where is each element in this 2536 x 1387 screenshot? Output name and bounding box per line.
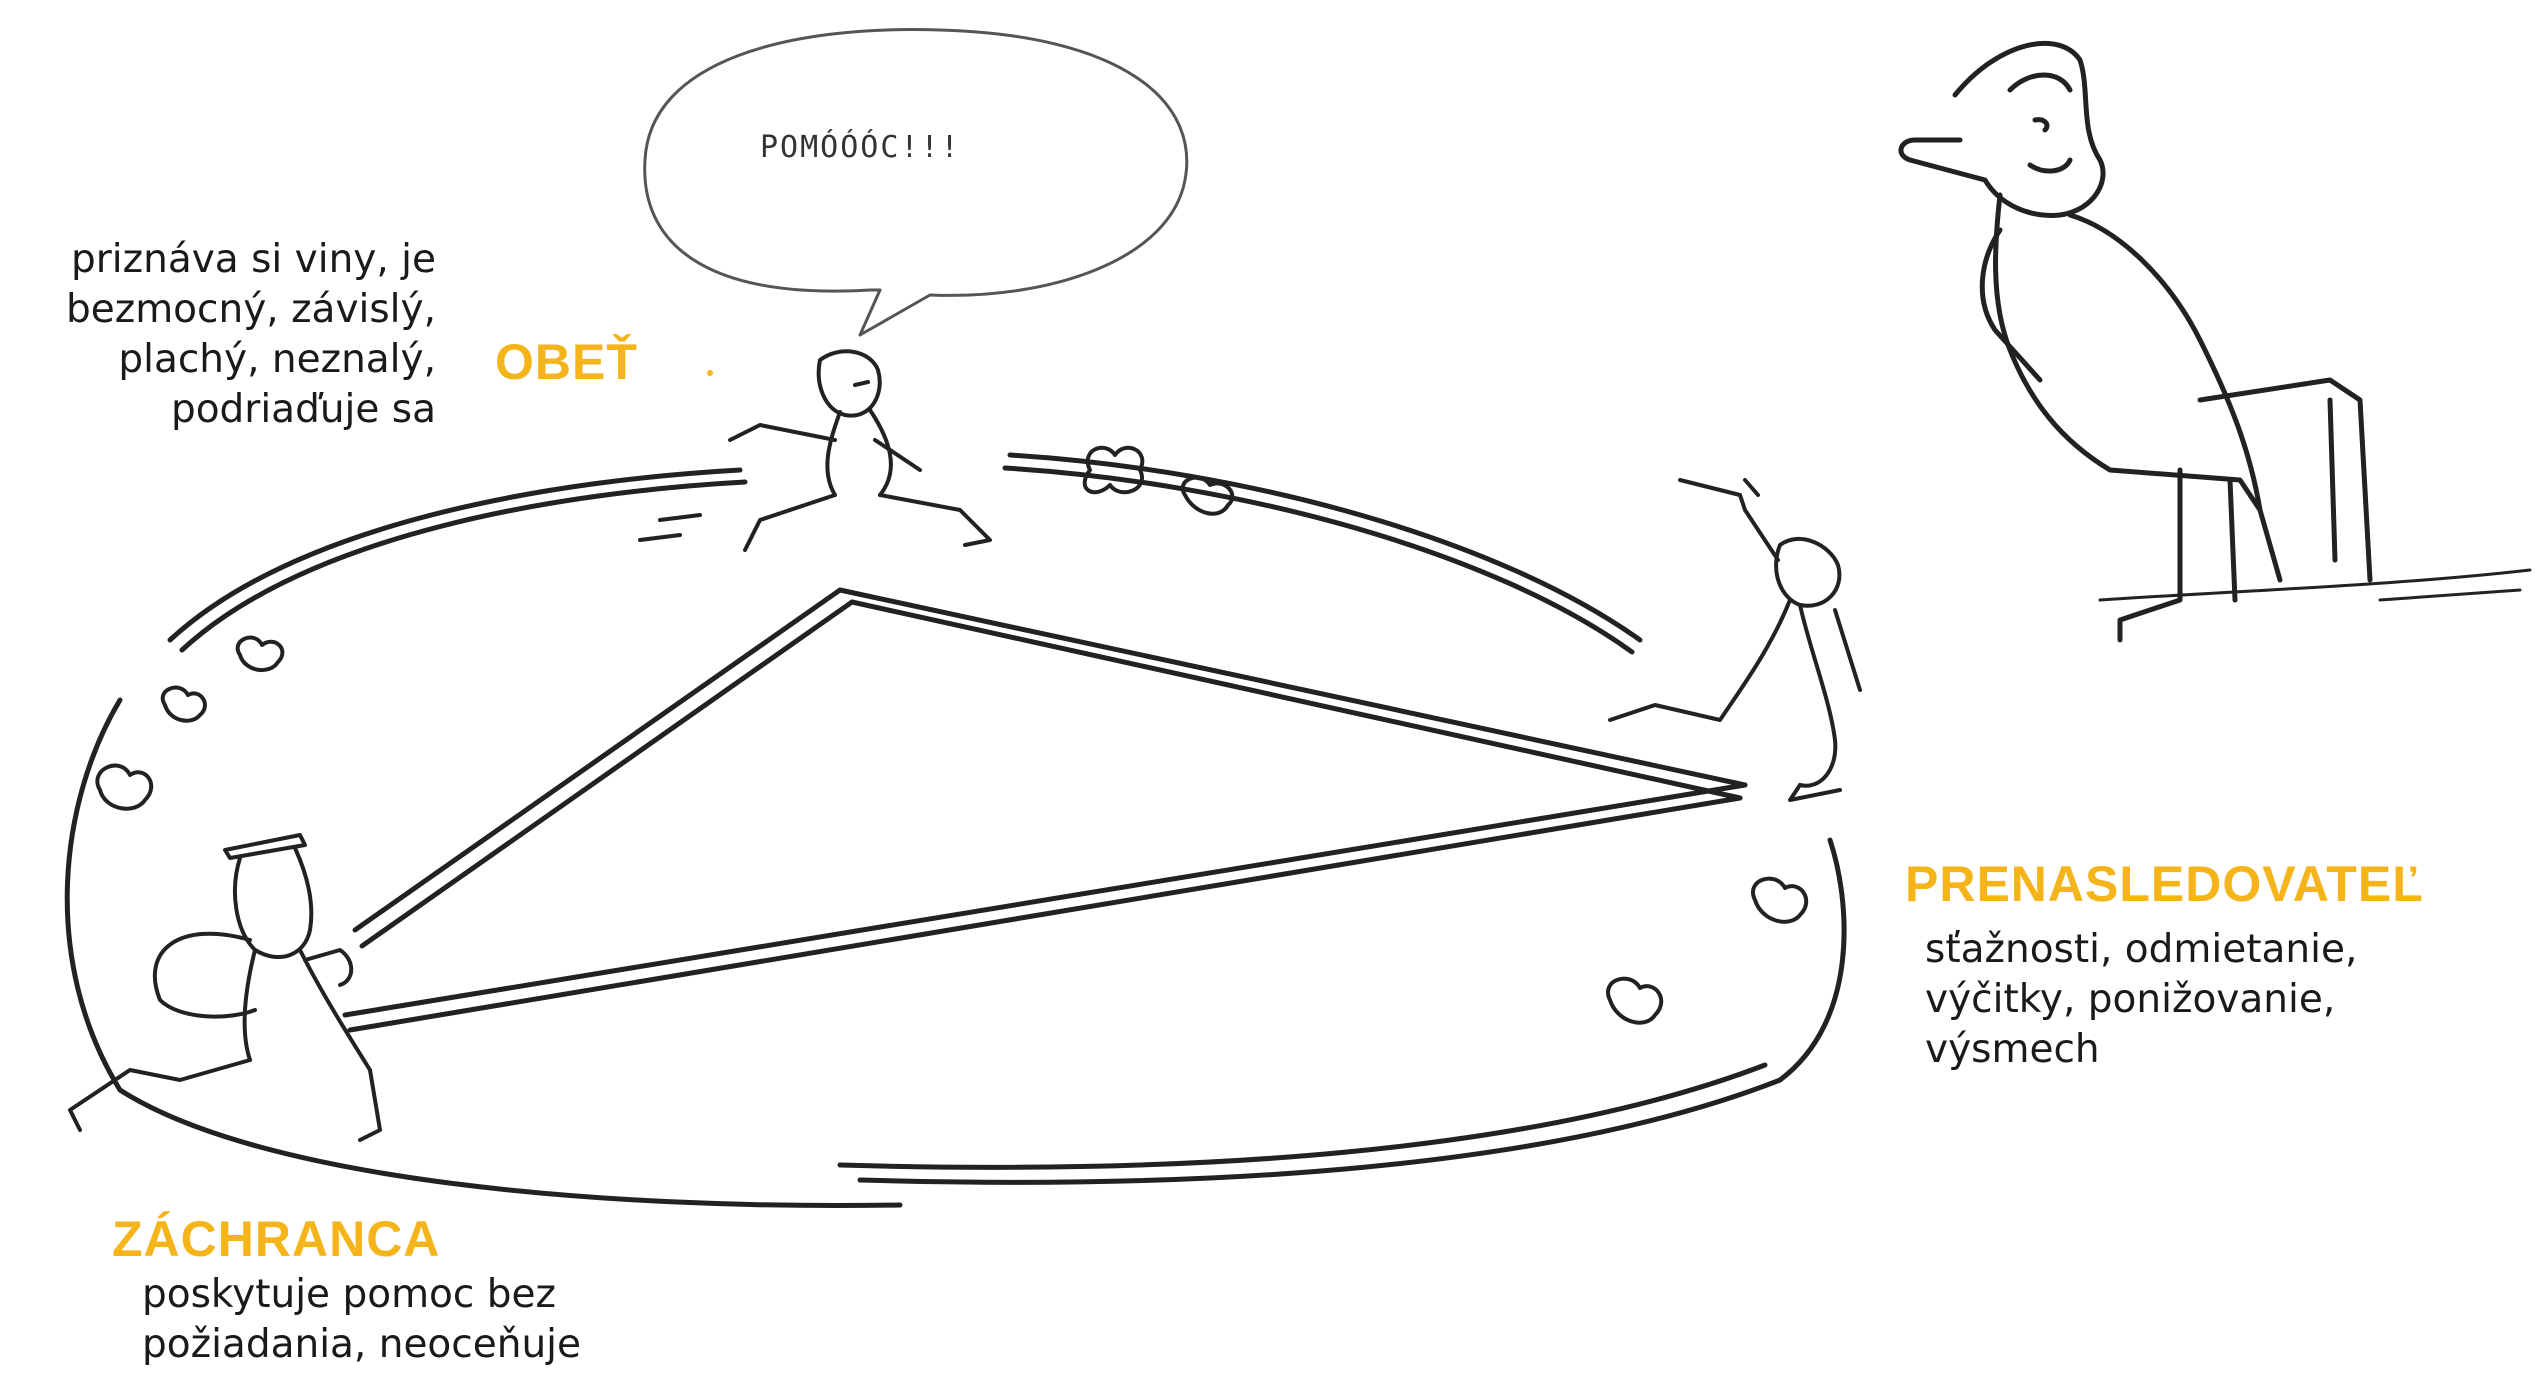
persecutor-description: sťažnosti, odmietanie, výčitky, ponižova… xyxy=(1925,925,2357,1075)
yellow-speck xyxy=(707,370,713,376)
seated-observer-icon xyxy=(1898,40,2373,643)
victim-description-line: priznáva si viny, je xyxy=(71,237,436,282)
rescuer-role-title: ZÁCHRANCA xyxy=(112,1211,441,1267)
rescuer-description-line: požiadania, neoceňuje xyxy=(142,1321,581,1367)
persecutor-with-knife-icon xyxy=(1608,478,1862,802)
persecutor-description-line: výčitky, ponižovanie, xyxy=(1925,976,2336,1022)
victim-description-line: plachý, neznalý, xyxy=(118,336,436,382)
dust-cloud-icon xyxy=(1082,445,1235,516)
dust-cloud-left xyxy=(95,635,285,811)
rescuer-description-line: poskytuje pomoc bez xyxy=(142,1272,556,1317)
speech-bubble-text: POMÓÓÓC!!! xyxy=(760,130,961,165)
victim-description-line: podriaďuje sa xyxy=(170,386,436,432)
victim-description-line: bezmocný, závislý, xyxy=(65,286,436,332)
persecutor-description-line: sťažnosti, odmietanie, xyxy=(1925,927,2358,972)
observer-shadow xyxy=(2098,568,2532,602)
drama-triangle-lines xyxy=(342,587,1748,1033)
running-rescuer-icon xyxy=(68,833,382,1142)
victim-description: priznáva si viny, je bezmocný, závislý, … xyxy=(0,235,436,435)
speech-bubble-icon xyxy=(643,28,1189,337)
persecutor-description-line: výsmech xyxy=(1925,1026,2100,1072)
dust-cloud-right xyxy=(1606,876,1809,1025)
persecutor-role-title: PRENASLEDOVATEĽ xyxy=(1905,856,2424,912)
victim-role-title: OBEŤ xyxy=(495,334,638,390)
rescuer-description: poskytuje pomoc bez požiadania, neoceňuj… xyxy=(142,1270,581,1370)
running-track-ellipse xyxy=(64,452,1847,1209)
running-victim-icon xyxy=(638,349,992,552)
